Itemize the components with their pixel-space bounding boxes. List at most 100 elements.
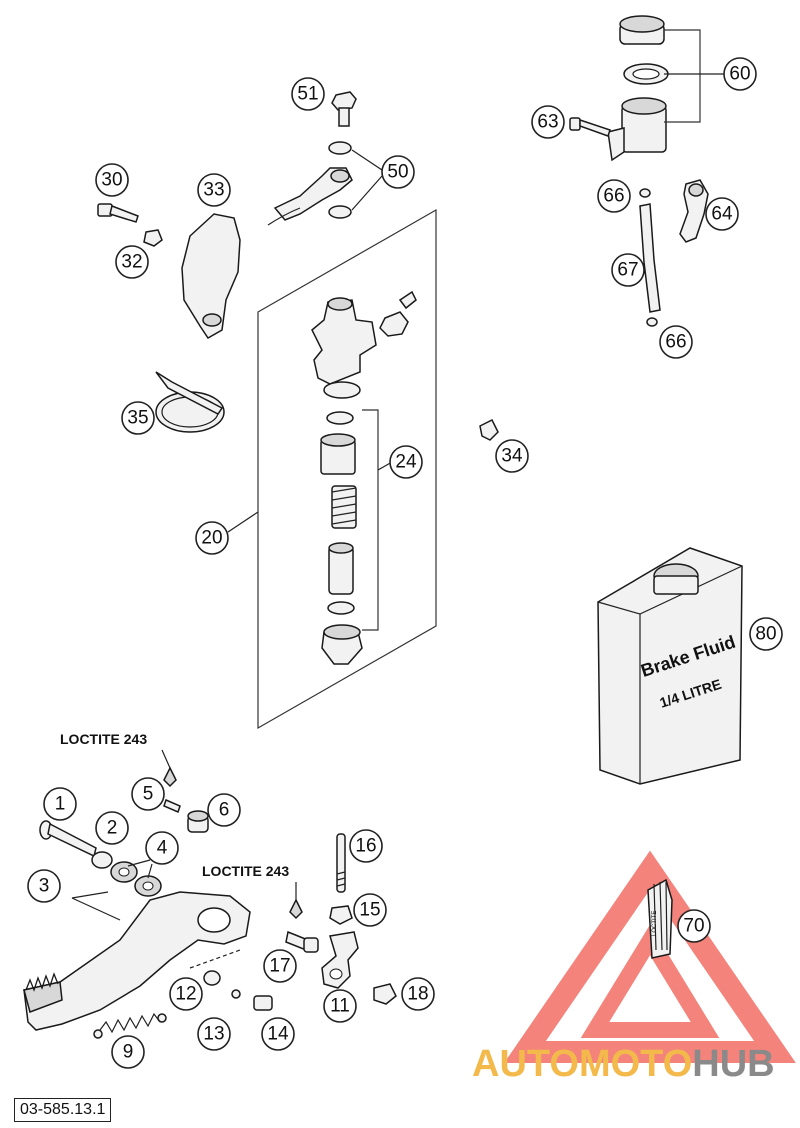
part-60-reservoir (607, 15, 724, 162)
part-30-bolt (97, 203, 139, 223)
svg-text:32: 32 (121, 252, 142, 273)
svg-text:35: 35 (127, 408, 148, 429)
part-34-clip (479, 418, 499, 441)
callout-14: 14 (261, 1017, 295, 1051)
callout-17: 17 (263, 949, 297, 983)
part-3-brake-pedal (23, 891, 251, 1031)
svg-text:13: 13 (203, 1024, 224, 1045)
callout-20: 20 (195, 511, 259, 555)
callout-80: 80 (749, 617, 783, 651)
svg-text:16: 16 (355, 836, 376, 857)
callout-67: 67 (611, 253, 645, 287)
svg-text:50: 50 (387, 162, 408, 183)
callout-9: 9 (111, 1035, 145, 1069)
part-1-bolt (39, 820, 97, 858)
callout-70: 70 (677, 909, 711, 943)
svg-text:66: 66 (665, 332, 686, 353)
callout-2: 2 (95, 811, 129, 845)
svg-text:17: 17 (269, 956, 290, 977)
part-70-loctite-tube: LOCTITE (647, 878, 673, 959)
watermark-text: AUTOMOTOHUB (472, 1043, 775, 1085)
callout-51: 51 (291, 77, 325, 111)
part-11-clevis (321, 931, 359, 989)
callout-12: 12 (169, 977, 203, 1011)
callout-4: 4 (127, 831, 179, 879)
svg-text:51: 51 (297, 84, 318, 105)
part-63-screw (569, 117, 611, 137)
callout-34: 34 (495, 439, 529, 473)
svg-text:34: 34 (501, 446, 523, 467)
tube-label: LOCTITE (652, 911, 658, 936)
part-66-clamp-top (639, 188, 651, 198)
loctite-note-1: LOCTITE 243 (60, 731, 147, 747)
svg-text:11: 11 (330, 996, 350, 1017)
svg-text:30: 30 (101, 170, 122, 191)
part-13-ring (231, 989, 241, 999)
svg-text:24: 24 (395, 452, 417, 473)
callout-1: 1 (43, 787, 77, 821)
svg-text:6: 6 (219, 800, 230, 821)
part-64-bracket (679, 179, 709, 243)
callout-16: 16 (349, 829, 383, 863)
part-9-spring (93, 1012, 167, 1039)
callout-64: 64 (705, 197, 739, 231)
svg-text:63: 63 (537, 112, 558, 133)
part-32-nut (143, 229, 163, 247)
svg-text:5: 5 (143, 784, 154, 805)
callout-66-top: 66 (597, 179, 631, 213)
loctite-drop-2 (289, 898, 303, 920)
svg-text:33: 33 (203, 180, 224, 201)
svg-text:1: 1 (55, 794, 66, 815)
svg-text:67: 67 (617, 260, 638, 281)
part-33-cover (181, 213, 241, 339)
part-18-nut (373, 983, 397, 1005)
callout-24: 24 (389, 445, 423, 479)
callout-66-bottom: 66 (659, 325, 693, 359)
svg-text:20: 20 (201, 528, 222, 549)
svg-text:3: 3 (39, 876, 50, 897)
part-6-bushing (187, 810, 209, 833)
svg-text:60: 60 (729, 64, 750, 85)
part-24-piston-kit (320, 409, 393, 665)
callout-32: 32 (115, 245, 149, 279)
part-12-washer (203, 970, 221, 986)
svg-text:14: 14 (267, 1024, 289, 1045)
watermark-logo (504, 850, 796, 1063)
part-2-washer (91, 851, 113, 869)
master-cylinder-body (311, 290, 417, 399)
svg-text:2: 2 (107, 818, 118, 839)
loctite-drop-1 (163, 766, 177, 788)
callout-63: 63 (531, 105, 565, 139)
watermark-part2: HUB (692, 1043, 774, 1085)
part-51-bolt (331, 91, 357, 127)
diagram-reference-code: 03-585.13.1 (14, 1098, 112, 1122)
part-15-nut (329, 905, 353, 925)
part-66-clamp-bottom (646, 317, 658, 327)
svg-text:80: 80 (755, 624, 776, 645)
part-35-cable-tie (155, 371, 225, 433)
callout-30: 30 (95, 163, 129, 197)
svg-text:AUTOMOTOHUB: AUTOMOTOHUB (472, 1043, 775, 1085)
assembly-frame-20 (257, 208, 437, 730)
callout-50: 50 (351, 149, 415, 211)
part-67-hose (639, 203, 661, 313)
part-50-banjo (267, 141, 353, 226)
svg-text:64: 64 (711, 204, 733, 225)
part-4-bushings (110, 861, 162, 897)
part-5-screw (163, 798, 181, 814)
part-80-brake-fluid-bottle: Brake Fluid 1/4 LITRE (597, 547, 743, 785)
part-14-nut (253, 995, 273, 1011)
svg-text:18: 18 (407, 984, 428, 1005)
callout-33: 33 (197, 173, 231, 207)
callout-3: 3 (27, 869, 61, 903)
svg-text:9: 9 (123, 1042, 134, 1063)
svg-text:4: 4 (157, 838, 168, 859)
watermark-part1: AUTOMOTO (472, 1043, 692, 1085)
svg-text:15: 15 (359, 900, 380, 921)
part-16-rod (336, 833, 346, 893)
callout-15: 15 (353, 893, 387, 927)
svg-text:66: 66 (603, 186, 624, 207)
callout-35: 35 (121, 401, 155, 435)
part-17-bolt (285, 930, 319, 953)
